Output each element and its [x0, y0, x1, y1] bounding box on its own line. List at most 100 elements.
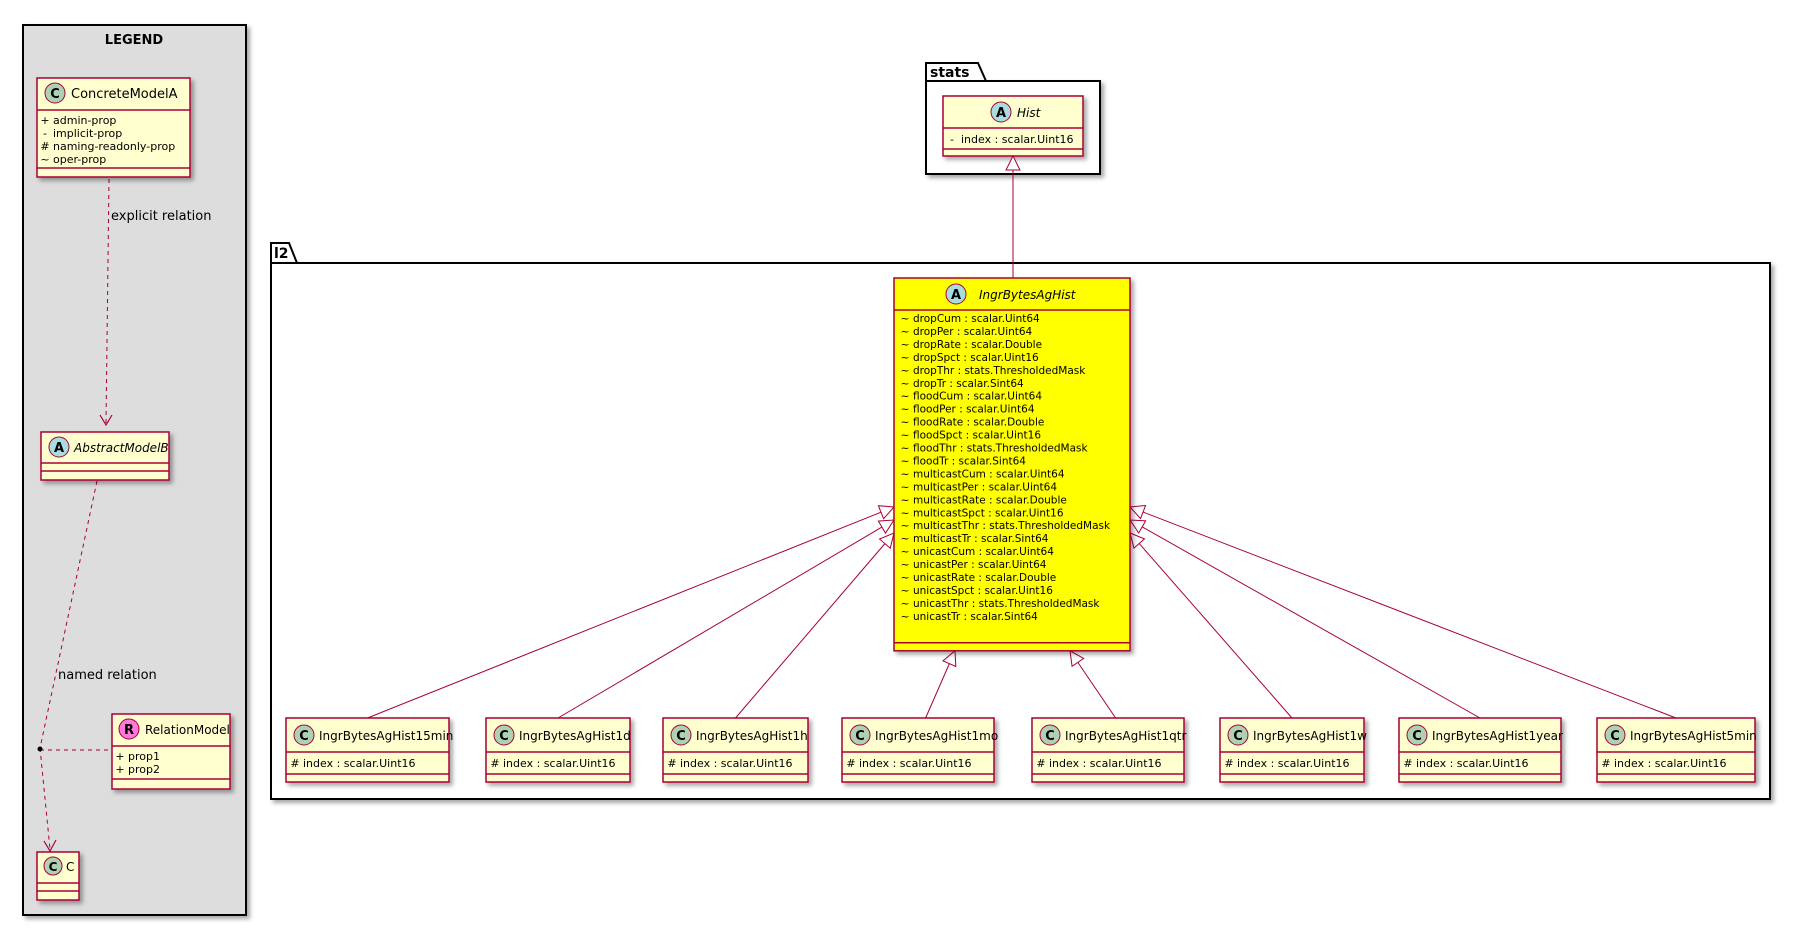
inheritance-edge [1077, 662, 1117, 719]
stereotype-c-icon [293, 724, 315, 746]
attr-name: unicastTr : scalar.Sint64 [913, 611, 1038, 623]
attr-name: dropCum : scalar.Uint64 [913, 313, 1040, 325]
attr-name: index : scalar.Uint16 [1614, 757, 1727, 770]
inheritance-edge [1141, 526, 1481, 719]
attr-name: multicastRate : scalar.Double [913, 494, 1067, 506]
attr-vis: ~ [901, 352, 910, 364]
stereotype-c-icon [1604, 724, 1626, 746]
class-name: ConcreteModelA [71, 87, 178, 102]
attr-vis: ~ [901, 572, 910, 584]
stereotype-a-icon [945, 283, 967, 305]
attr-name: index : scalar.Uint16 [961, 133, 1074, 146]
attr-vis: ~ [901, 533, 910, 545]
target-c-class: C C [36, 851, 80, 901]
class-name: IngrBytesAgHist1qtr [1065, 729, 1186, 743]
attr-name: dropThr : stats.ThresholdedMask [913, 365, 1086, 377]
stereotype-letter: C [676, 729, 686, 744]
attr-vis: ~ [901, 481, 910, 493]
stereotype-c-icon [1227, 724, 1249, 746]
attr-name: multicastTr : scalar.Sint64 [913, 533, 1049, 545]
attr-vis: - [950, 133, 954, 146]
attr-vis: + [115, 750, 124, 763]
attr-name: dropRate : scalar.Double [913, 339, 1042, 351]
svg-text:C: C [50, 87, 60, 102]
attr-vis: ~ [901, 417, 910, 429]
attr-vis: # [290, 757, 299, 770]
stereotype-c-icon [670, 724, 692, 746]
attr-vis: ~ [901, 378, 910, 390]
inheritance-edge [557, 526, 883, 719]
stereotype-letter: A [951, 288, 961, 303]
stereotype-letter: C [1412, 729, 1422, 744]
stereotype-c-icon [44, 82, 66, 104]
attr-vis: # [1224, 757, 1233, 770]
legend-title: LEGEND [105, 33, 164, 48]
attr-name: unicastPer : scalar.Uint64 [913, 559, 1047, 571]
attr-name: dropPer : scalar.Uint64 [913, 326, 1033, 338]
class-name: IngrBytesAgHist1h [696, 729, 808, 743]
named-relation-label: named relation [58, 668, 157, 683]
attr-vis: ~ [901, 443, 910, 455]
class-name: IngrBytesAgHist5min [1630, 729, 1757, 743]
class-name: IngrBytesAgHist1d [519, 729, 631, 743]
attr-vis: ~ [901, 326, 910, 338]
stereotype-letter: C [499, 729, 509, 744]
attr-name: unicastSpct : scalar.Uint16 [913, 585, 1053, 597]
attr-vis: ~ [40, 153, 49, 166]
attr-name: index : scalar.Uint16 [503, 757, 616, 770]
attr-name: index : scalar.Uint16 [680, 757, 793, 770]
class-box [1398, 717, 1562, 783]
attr-vis: ~ [901, 507, 910, 519]
attr-name: floodSpct : scalar.Uint16 [913, 430, 1041, 442]
attr-name: floodTr : scalar.Sint64 [913, 455, 1026, 467]
attr-vis: ~ [901, 468, 910, 480]
class-name: RelationModel [145, 723, 230, 737]
attr-name: multicastPer : scalar.Uint64 [913, 481, 1057, 493]
attr-vis: # [1036, 757, 1045, 770]
class-name: Hist [1017, 106, 1042, 120]
attr-name: index : scalar.Uint16 [1049, 757, 1162, 770]
attr-name: dropTr : scalar.Sint64 [913, 378, 1024, 390]
attr-name: oper-prop [53, 153, 106, 166]
attr-vis: ~ [901, 585, 910, 597]
relation-model-class: R RelationModel + prop1 + prop2 [111, 713, 231, 790]
attr-vis: ~ [901, 365, 910, 377]
attr-name: admin-prop [53, 114, 116, 127]
stereotype-letter: C [1233, 729, 1243, 744]
attr-name: index : scalar.Uint16 [859, 757, 972, 770]
attr-vis: # [40, 140, 49, 153]
attr-vis: + [40, 114, 49, 127]
attr-name: index : scalar.Uint16 [1237, 757, 1350, 770]
class-box [285, 717, 450, 783]
attr-vis: # [846, 757, 855, 770]
svg-text:A: A [996, 106, 1006, 121]
stereotype-r-icon [118, 718, 140, 740]
inheritance-edge [1142, 511, 1677, 719]
stereotype-letter: C [855, 729, 865, 744]
attr-vis: # [667, 757, 676, 770]
attr-vis: ~ [901, 404, 910, 416]
attr-vis: ~ [901, 391, 910, 403]
attr-vis: ~ [901, 611, 910, 623]
attr-name: index : scalar.Uint16 [1416, 757, 1529, 770]
stereotype-letter: C [299, 729, 309, 744]
class-box [893, 277, 1131, 652]
child-class-ingrbytesaghist1h: C IngrBytesAgHist1h # index : scalar.Uint16 [662, 717, 809, 783]
class-name: IngrBytesAgHist1year [1432, 729, 1563, 743]
inheritance-edge [735, 543, 886, 719]
inheritance-edge [1138, 543, 1293, 719]
inheritance-edge [925, 663, 950, 719]
attr-name: prop2 [128, 763, 160, 776]
attr-name: floodRate : scalar.Double [913, 417, 1044, 429]
stereotype-c-icon [43, 856, 63, 876]
stereotype-a-icon [990, 101, 1012, 123]
attr-vis: ~ [901, 455, 910, 467]
hist-class: A Hist - index : scalar.Uint16 [942, 95, 1084, 157]
